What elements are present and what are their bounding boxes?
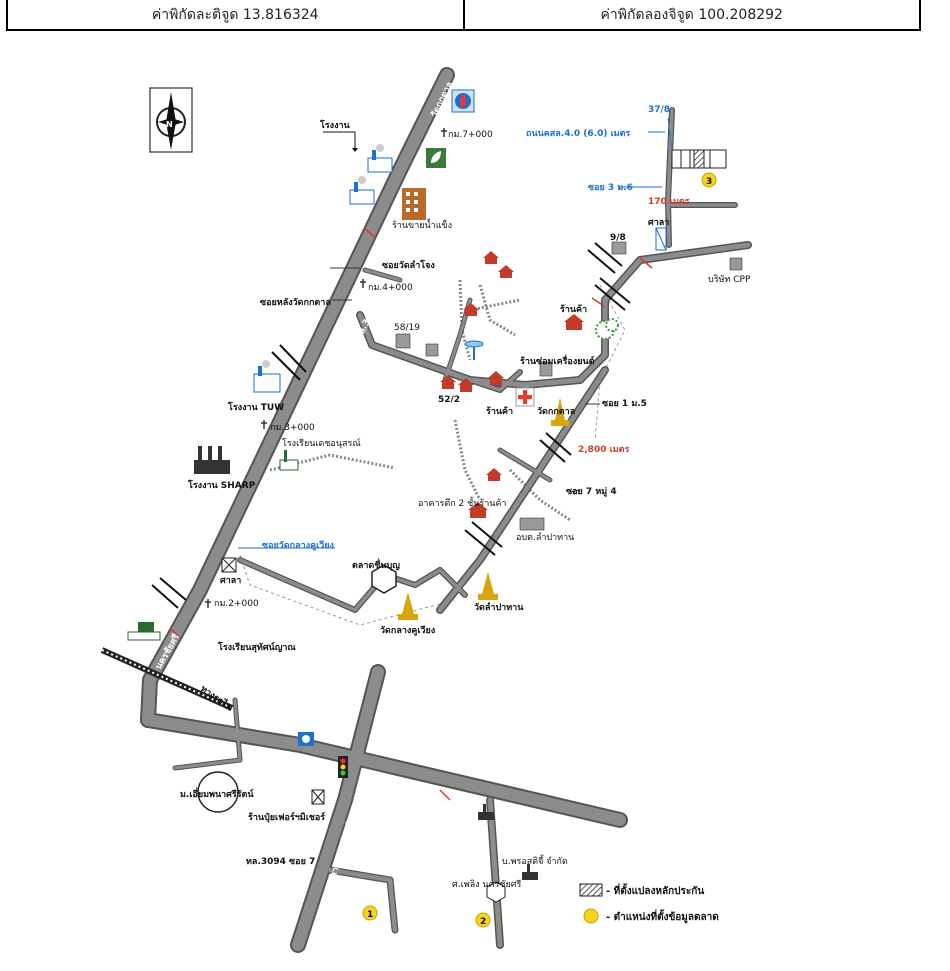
label-soi-wat-lam-ngong: ซอยวัดลำโจง [382, 259, 435, 271]
label-37-8: 37/8 [648, 105, 670, 115]
legend-yellow-label: - ตำแหน่งที่ตั้งข้อมูลตลาด [606, 909, 719, 924]
label-cpp: บริษัท CPP [708, 274, 751, 285]
svg-text:N: N [166, 120, 173, 129]
pointer-arrows [238, 131, 665, 549]
location-map: N [100, 67, 752, 953]
label-soi-wat-klang: ซอยวัดกลางคูเวียง [262, 540, 334, 551]
marker-2: 2 [475, 912, 491, 928]
label-company: บ.พรอสติจี้ จำกัด [502, 854, 568, 867]
label-52-2: 52/2 [438, 395, 460, 405]
label-soi7: ซอย 7 หมู่ 4 [566, 486, 617, 497]
factory-tuw-icon [253, 360, 281, 393]
factory-pointer [323, 131, 356, 150]
house-icon [440, 251, 584, 518]
label-school-1: โรงเรียนเดชอนุสรณ์ [282, 437, 361, 449]
roundabout-icon [197, 771, 239, 813]
hexagon-icon [486, 881, 506, 903]
water-tower-icon [464, 340, 484, 360]
label-sala-2: ศาลา [648, 218, 669, 228]
label-roundabout: ม.เอี่ยมพนาศรีรัตน์ [180, 787, 254, 800]
label-sao: อบต.ลำปาทาน [516, 532, 574, 543]
pin-icon [205, 128, 447, 608]
legend-hatched-label: - ที่ตั้งแปลงหลักประกัน [606, 883, 704, 897]
label-wat-lam-pa-tan: วัดลำปาทาน [474, 602, 524, 613]
svg-text:2: 2 [480, 917, 486, 927]
north-arrow-icon: N [149, 87, 193, 153]
red-marks [169, 227, 653, 801]
market-icon [371, 564, 397, 594]
coordinates-table: ค่าพิกัดละติจูด 13.816324 ค่าพิกัดลองจิจ… [6, 0, 921, 31]
label-fair-shop: ร้านปุ๋ยเฟอร์ฯมิเชอร์ [248, 811, 325, 823]
train-icon [298, 732, 314, 746]
label-soi1: ซอย 1 ม.5 [602, 399, 647, 409]
legend: - ที่ตั้งแปลงหลักประกัน - ตำแหน่งที่ตั้ง… [579, 883, 719, 924]
label-soi3: ซอย 3 ม.6 [588, 183, 633, 193]
factory-icon-1 [367, 144, 393, 173]
label-dist-2800: 2,800 เมตร [578, 445, 629, 455]
label-school-2: โรงเรียนสุทัศน์ญาณ [217, 641, 296, 653]
temple-icon [398, 398, 569, 620]
railway-track [100, 647, 234, 711]
label-sharp: โรงงาน SHARP [187, 479, 256, 491]
label-tl3094-soi7: ทล.3094 ซอย 7 [246, 857, 315, 867]
label-shophouse: อาคารตึก 2 ชั้นร้านค้า [418, 496, 506, 509]
sala-icon [221, 227, 667, 805]
label-km7: กม.7+000 [448, 130, 493, 140]
factory-icon-2 [349, 176, 375, 205]
crossing-markers [151, 242, 631, 609]
label-km4: กม.4+000 [368, 283, 413, 293]
collateral-plot [667, 117, 727, 169]
tree-icon [595, 318, 619, 340]
label-dist-170: 170 เมตร [648, 197, 690, 207]
school-icon [127, 450, 299, 641]
legend-hatched-swatch [579, 883, 603, 897]
boundary-line-2 [239, 554, 456, 626]
traffic-light-icon [338, 756, 348, 778]
label-58-19: 58/19 [394, 323, 420, 333]
roads-fill [142, 69, 751, 951]
label-repair-shop: ร้านซ่อมเครื่องยนต์ [520, 354, 595, 367]
label-temple-bottom: ศ.เพลิง นครชัยศรี [452, 879, 521, 890]
ice-shop-icon [402, 188, 426, 220]
latitude-cell: ค่าพิกัดละติจูด 13.816324 [151, 6, 319, 23]
legend-yellow-swatch [583, 908, 599, 924]
label-shop-1: ร้านค้า [560, 304, 587, 315]
label-market: ตลาดชื่นบุญ [352, 558, 400, 571]
label-factory: โรงงาน [319, 119, 351, 131]
label-wat-kok-tan: วัดกกตาล [537, 406, 575, 417]
label-ice-shop: ร้านขายน้ำแข็ง [392, 218, 452, 231]
hospital-icon [515, 387, 535, 407]
label-9-8: 9/8 [610, 233, 626, 243]
label-km3: กม.3+000 [270, 423, 315, 433]
building-icon [395, 241, 743, 531]
label-km2: กม.2+000 [214, 599, 259, 609]
svg-text:1: 1 [367, 910, 373, 920]
label-soi-lang-wat: ซอยหลังวัดกกตาล [260, 297, 331, 308]
label-sala-1: ศาลา [220, 576, 241, 586]
ptt-station-icon [451, 89, 475, 113]
boundary-line [594, 284, 626, 441]
svg-text:3: 3 [706, 177, 712, 187]
factory-sharp-icon [194, 446, 230, 474]
label-wat-klang: วัดกลางคูเวียง [380, 625, 435, 636]
label-tuw: โรงงาน TUW [227, 401, 284, 413]
marker-3: 3 [701, 172, 717, 188]
eco-sign-icon [426, 148, 446, 168]
longitude-cell: ค่าพิกัดลองจิจูด 100.208292 [462, 0, 920, 29]
company-icon [478, 804, 538, 880]
label-shop-2: ร้านค้า [486, 406, 513, 417]
marker-1: 1 [362, 905, 378, 921]
label-road-concrete: ถนนคสล.4.0 (6.0) เมตร [526, 129, 630, 139]
